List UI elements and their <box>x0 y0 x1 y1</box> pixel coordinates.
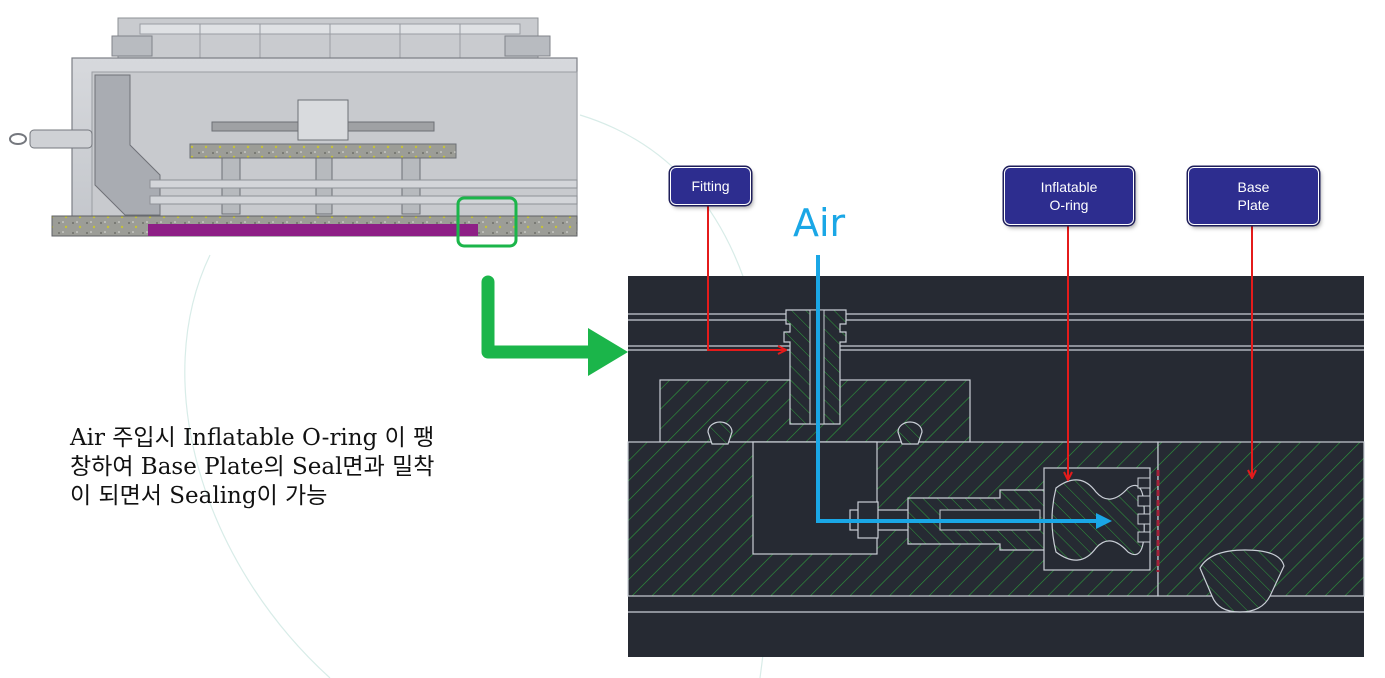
air-label: Air <box>793 201 846 245</box>
caption-line-3: 이 되면서 Sealing이 가능 <box>70 483 328 509</box>
zoom-arrow <box>481 275 597 359</box>
inflatable-o-ring-callout: Inflatable O-ring <box>1004 167 1134 225</box>
caption-line-2: 창하여 Base Plate의 Seal면과 밀착 <box>70 454 435 480</box>
caption-line-1: Air 주입시 Inflatable O-ring 이 팽 <box>70 425 435 451</box>
gasket-band <box>148 224 478 236</box>
air-flow-path <box>816 255 1100 523</box>
zoom-box <box>456 196 518 248</box>
base-plate-callout: Base Plate <box>1188 167 1319 225</box>
fitting-callout: Fitting <box>670 167 751 205</box>
caption-text: Air 주입시 Inflatable O-ring 이 팽 창하여 Base P… <box>70 424 540 511</box>
fitting-pointer <box>707 204 786 350</box>
